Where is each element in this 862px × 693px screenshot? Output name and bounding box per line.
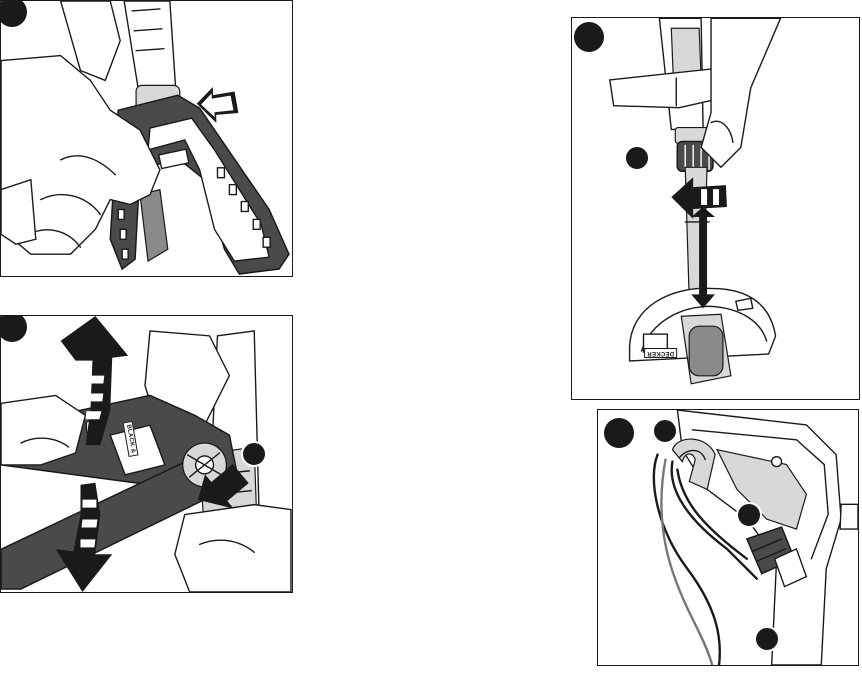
- step-badge: [574, 22, 604, 52]
- callout-marker: [652, 418, 678, 444]
- trimmer-head-rotation-illustration: [572, 18, 859, 399]
- callout-marker: [241, 441, 267, 467]
- brand-mark: DECKER: [644, 348, 677, 358]
- figure-top-right: DECKER: [571, 17, 860, 400]
- figure-top-left: [0, 0, 293, 277]
- cord-retention-illustration: [598, 410, 858, 665]
- callout-marker: [736, 502, 762, 528]
- handle-assembly-illustration: [1, 1, 292, 276]
- callout-marker: [624, 145, 650, 171]
- step-badge: [604, 418, 634, 448]
- callout-marker: [754, 626, 780, 652]
- figure-bottom-right: [597, 409, 859, 666]
- figure-bottom-left: BLACK &: [0, 315, 293, 593]
